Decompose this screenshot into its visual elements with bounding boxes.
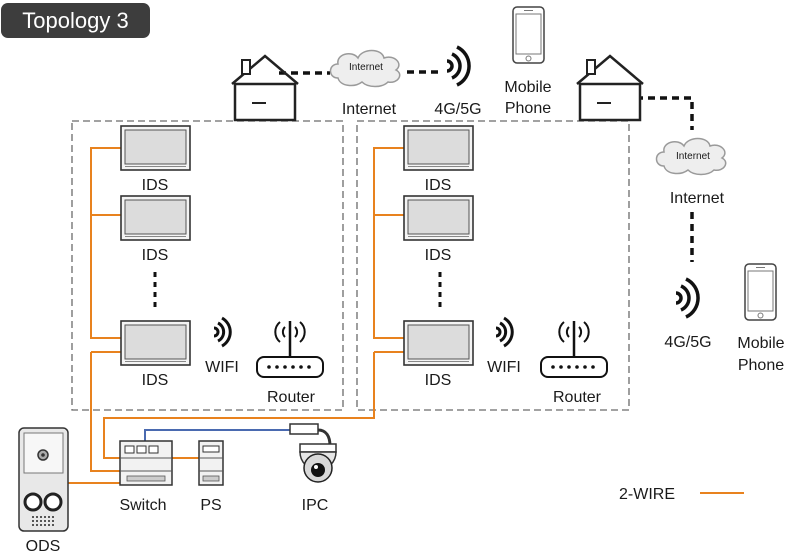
camera-icon	[289, 423, 337, 483]
switch-label: Switch	[119, 497, 166, 514]
monitor-icon	[120, 195, 191, 241]
cloud-label: Internet	[349, 62, 383, 73]
ps-label: PS	[200, 497, 221, 514]
monitor-icon	[403, 320, 474, 366]
switch-icon	[119, 440, 173, 486]
router-icon	[539, 319, 609, 379]
apartment-box-1	[71, 120, 344, 411]
house-icon	[230, 54, 300, 122]
signal-icon	[674, 277, 700, 319]
cellular-label: 4G/5G	[664, 334, 711, 351]
topology-title: Topology 3	[1, 3, 150, 38]
wifi-label: WIFI	[487, 359, 521, 376]
mobile-phone-label: Mobile	[737, 335, 784, 352]
monitor-icon	[403, 125, 474, 171]
ids-label: IDS	[142, 247, 169, 264]
ids-label: IDS	[425, 247, 452, 264]
ids-label: IDS	[425, 372, 452, 389]
ids-label: IDS	[142, 372, 169, 389]
mobile-phone-icon	[512, 6, 545, 64]
apartment-box-2	[356, 120, 630, 411]
power-supply-icon	[198, 440, 224, 486]
wifi-signal-icon	[212, 316, 232, 348]
legend-label: 2-WIRE	[619, 486, 675, 503]
ids-label: IDS	[142, 177, 169, 194]
lan-cable	[144, 429, 290, 442]
router-icon	[255, 319, 325, 379]
cellular-label: 4G/5G	[434, 101, 481, 118]
wifi-signal-icon	[494, 316, 514, 348]
door-station-icon	[18, 427, 69, 532]
mobile-phone-label: Mobile	[504, 79, 551, 96]
ods-label: ODS	[26, 538, 61, 555]
internet-label: Internet	[342, 101, 397, 118]
cloud-label: Internet	[676, 151, 710, 162]
monitor-icon	[120, 125, 191, 171]
internet-links	[279, 70, 694, 262]
router-label: Router	[553, 389, 602, 406]
router-label: Router	[267, 389, 316, 406]
mobile-phone-label: Phone	[738, 357, 784, 374]
legend: 2-WIRE	[619, 486, 744, 503]
wifi-label: WIFI	[205, 359, 239, 376]
mobile-phone-label: Phone	[505, 100, 551, 117]
house-icon	[575, 54, 645, 122]
two-wire-bus	[68, 147, 404, 484]
mobile-phone-icon	[744, 263, 777, 321]
ipc-label: IPC	[302, 497, 329, 514]
ids-label: IDS	[425, 177, 452, 194]
monitor-icon	[120, 320, 191, 366]
monitor-icon	[403, 195, 474, 241]
signal-icon	[445, 45, 471, 87]
internet-label: Internet	[670, 190, 725, 207]
